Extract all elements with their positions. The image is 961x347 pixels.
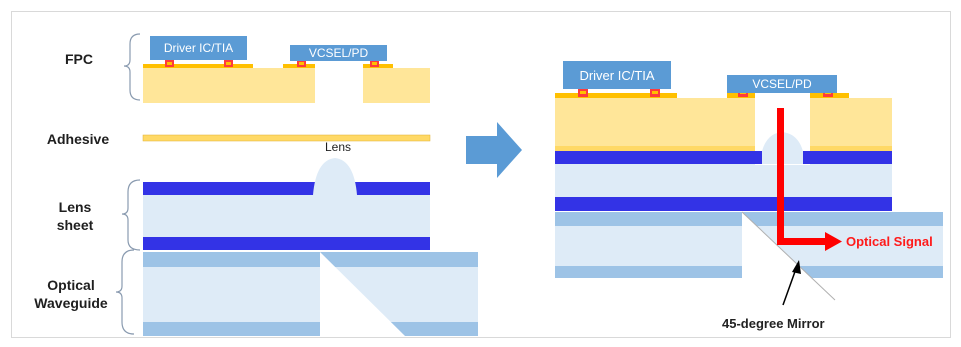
right-fpc-gold-left [555, 93, 677, 98]
label-lens-sheet-line1: Lens [58, 199, 92, 215]
waveguide-core [143, 267, 478, 322]
right-driver-chip: Driver IC/TIA [563, 61, 671, 89]
right-waveguide-top-cladding [743, 212, 943, 226]
right-lens-sheet-body [555, 164, 892, 197]
lens-sheet-top-core [143, 182, 430, 195]
mirror-pointer-arrow [782, 260, 801, 306]
right-waveguide-left-top-cladding [555, 212, 743, 226]
adhesive-layer [142, 134, 431, 142]
right-assembly [555, 89, 943, 306]
left-lens-sheet [143, 158, 430, 250]
process-arrow [466, 122, 522, 178]
right-mirror-face [741, 211, 836, 301]
right-fpc-substrate [555, 98, 892, 146]
waveguide-top-cladding [143, 252, 478, 267]
waveguide-mirror-cut [320, 252, 405, 336]
lens-sheet-bracket [121, 179, 141, 251]
label-adhesive: Adhesive [46, 131, 110, 147]
waveguide-bracket [115, 249, 135, 335]
label-waveguide: Optical Waveguide [26, 276, 116, 312]
optical-signal-path [777, 108, 842, 251]
label-waveguide-line2: Waveguide [34, 295, 108, 311]
waveguide-bottom-cladding [143, 322, 478, 336]
fpc-bracket [123, 33, 141, 101]
left-fpc [143, 60, 430, 126]
right-lens-sheet-bottom-core [555, 197, 892, 211]
left-brackets [115, 33, 141, 335]
right-adhesive [555, 146, 892, 151]
mirror-label: 45-degree Mirror [722, 316, 825, 331]
fpc-via-hole [315, 64, 363, 126]
left-waveguide [143, 252, 478, 336]
right-lens-sheet-top-core [555, 151, 892, 164]
fpc-gold-strip-left [143, 64, 253, 68]
lens-sheet-bottom-core [143, 237, 430, 250]
label-waveguide-line1: Optical [47, 277, 95, 293]
left-driver-chip: Driver IC/TIA [150, 36, 247, 60]
label-lens-sheet: Lens sheet [40, 198, 110, 234]
solder-bumps-left [165, 60, 379, 67]
lens-bump [313, 158, 357, 195]
lens-sheet-body [143, 195, 430, 237]
optical-signal-label: Optical Signal [846, 234, 933, 249]
fpc-substrate [143, 68, 430, 103]
label-fpc: FPC [65, 51, 93, 67]
lens-label: Lens [325, 140, 352, 154]
label-lens-sheet-line2: sheet [56, 217, 94, 233]
figure-border [11, 11, 951, 338]
left-vcsel-chip: VCSEL/PD [290, 45, 387, 61]
right-vcsel-chip: VCSEL/PD [727, 75, 837, 93]
